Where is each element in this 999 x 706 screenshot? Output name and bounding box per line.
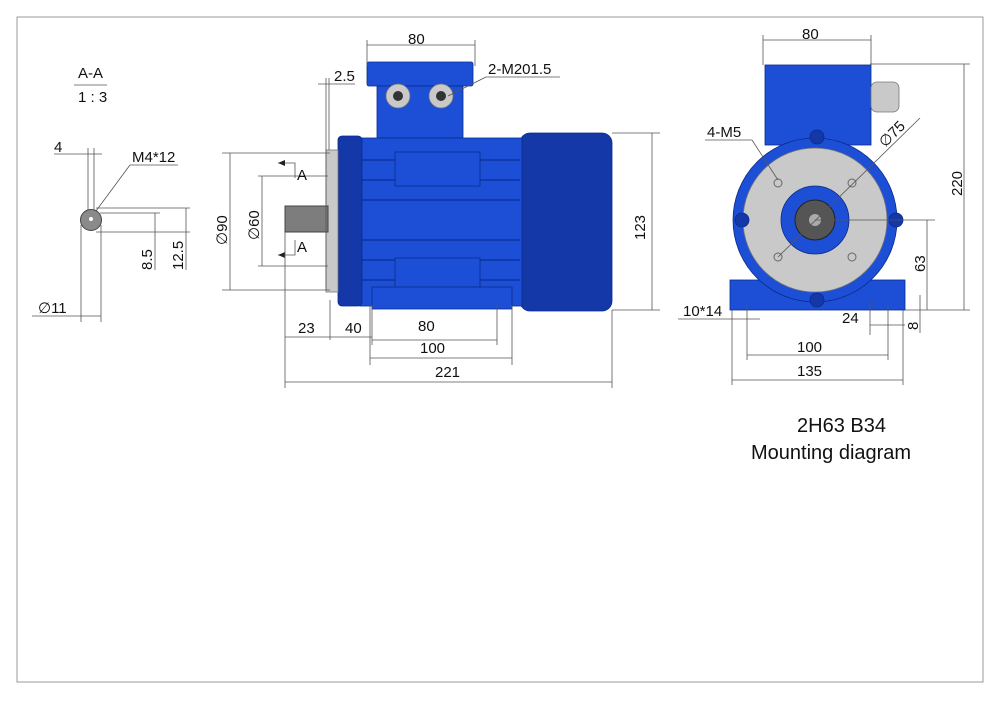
dim-holes: 4-M5 [707, 124, 741, 141]
model-caption: 2H63 B34 [797, 415, 886, 437]
front-view: 80 4-M5 ∅75 220 63 8 24 10*14 100 135 [678, 26, 970, 385]
drawing-frame [16, 16, 984, 683]
dim-shaft-diameter: 11 [51, 300, 67, 317]
section-title: A-A [78, 65, 103, 82]
dim-thread: M4*12 [132, 149, 175, 166]
dim-base-width: 135 [797, 363, 822, 380]
dim-overall-length: 221 [435, 364, 460, 381]
dim-overall-height: 220 [949, 171, 966, 196]
flange [337, 135, 363, 307]
section-a-a: A-A 1 : 3 4 M4*12 8.5 12.5 ∅11 [32, 65, 190, 322]
dim-spigot-diameter: 60 [246, 210, 263, 227]
svg-text:∅75: ∅75 [876, 118, 909, 151]
dim-foot-width: 24 [842, 310, 859, 327]
dim-shaft-length: 23 [298, 320, 315, 337]
dim-slot: 10*14 [683, 303, 722, 320]
fan-cover [519, 132, 613, 312]
dim-key-width: 4 [54, 139, 62, 156]
dim-height: 123 [632, 215, 649, 240]
dim-foot-80: 80 [418, 318, 435, 335]
dim-cable-gland: 2-M201.5 [488, 61, 551, 78]
dim-12-5: 12.5 [170, 241, 187, 270]
dim-shaft-height: 63 [912, 255, 929, 272]
svg-text:∅90: ∅90 [214, 215, 231, 245]
dim-flange-thickness: 2.5 [334, 68, 355, 85]
dim-flange-diameter: 90 [214, 215, 231, 232]
cable-gland [870, 81, 900, 113]
section-mark-bottom: A [297, 239, 307, 256]
shaft [284, 205, 329, 233]
section-scale: 1 : 3 [78, 89, 107, 106]
svg-text:∅11: ∅11 [38, 300, 67, 317]
dim-foot-100: 100 [420, 340, 445, 357]
dim-40: 40 [345, 320, 362, 337]
dim-foot-spacing: 100 [797, 339, 822, 356]
mounting-feet [371, 286, 513, 310]
terminal-box-lid [366, 61, 474, 87]
dim-front-box-width: 80 [802, 26, 819, 43]
dim-box-width: 80 [408, 31, 425, 48]
dim-8-5: 8.5 [139, 249, 156, 270]
subtitle-caption: Mounting diagram [751, 442, 911, 464]
section-mark-top: A [297, 167, 307, 184]
svg-text:∅60: ∅60 [246, 210, 263, 240]
side-view: 80 2-M201.5 2.5 ∅90 ∅60 A A 123 23 40 80… [214, 31, 660, 388]
dim-foot-thickness: 8 [905, 322, 922, 330]
